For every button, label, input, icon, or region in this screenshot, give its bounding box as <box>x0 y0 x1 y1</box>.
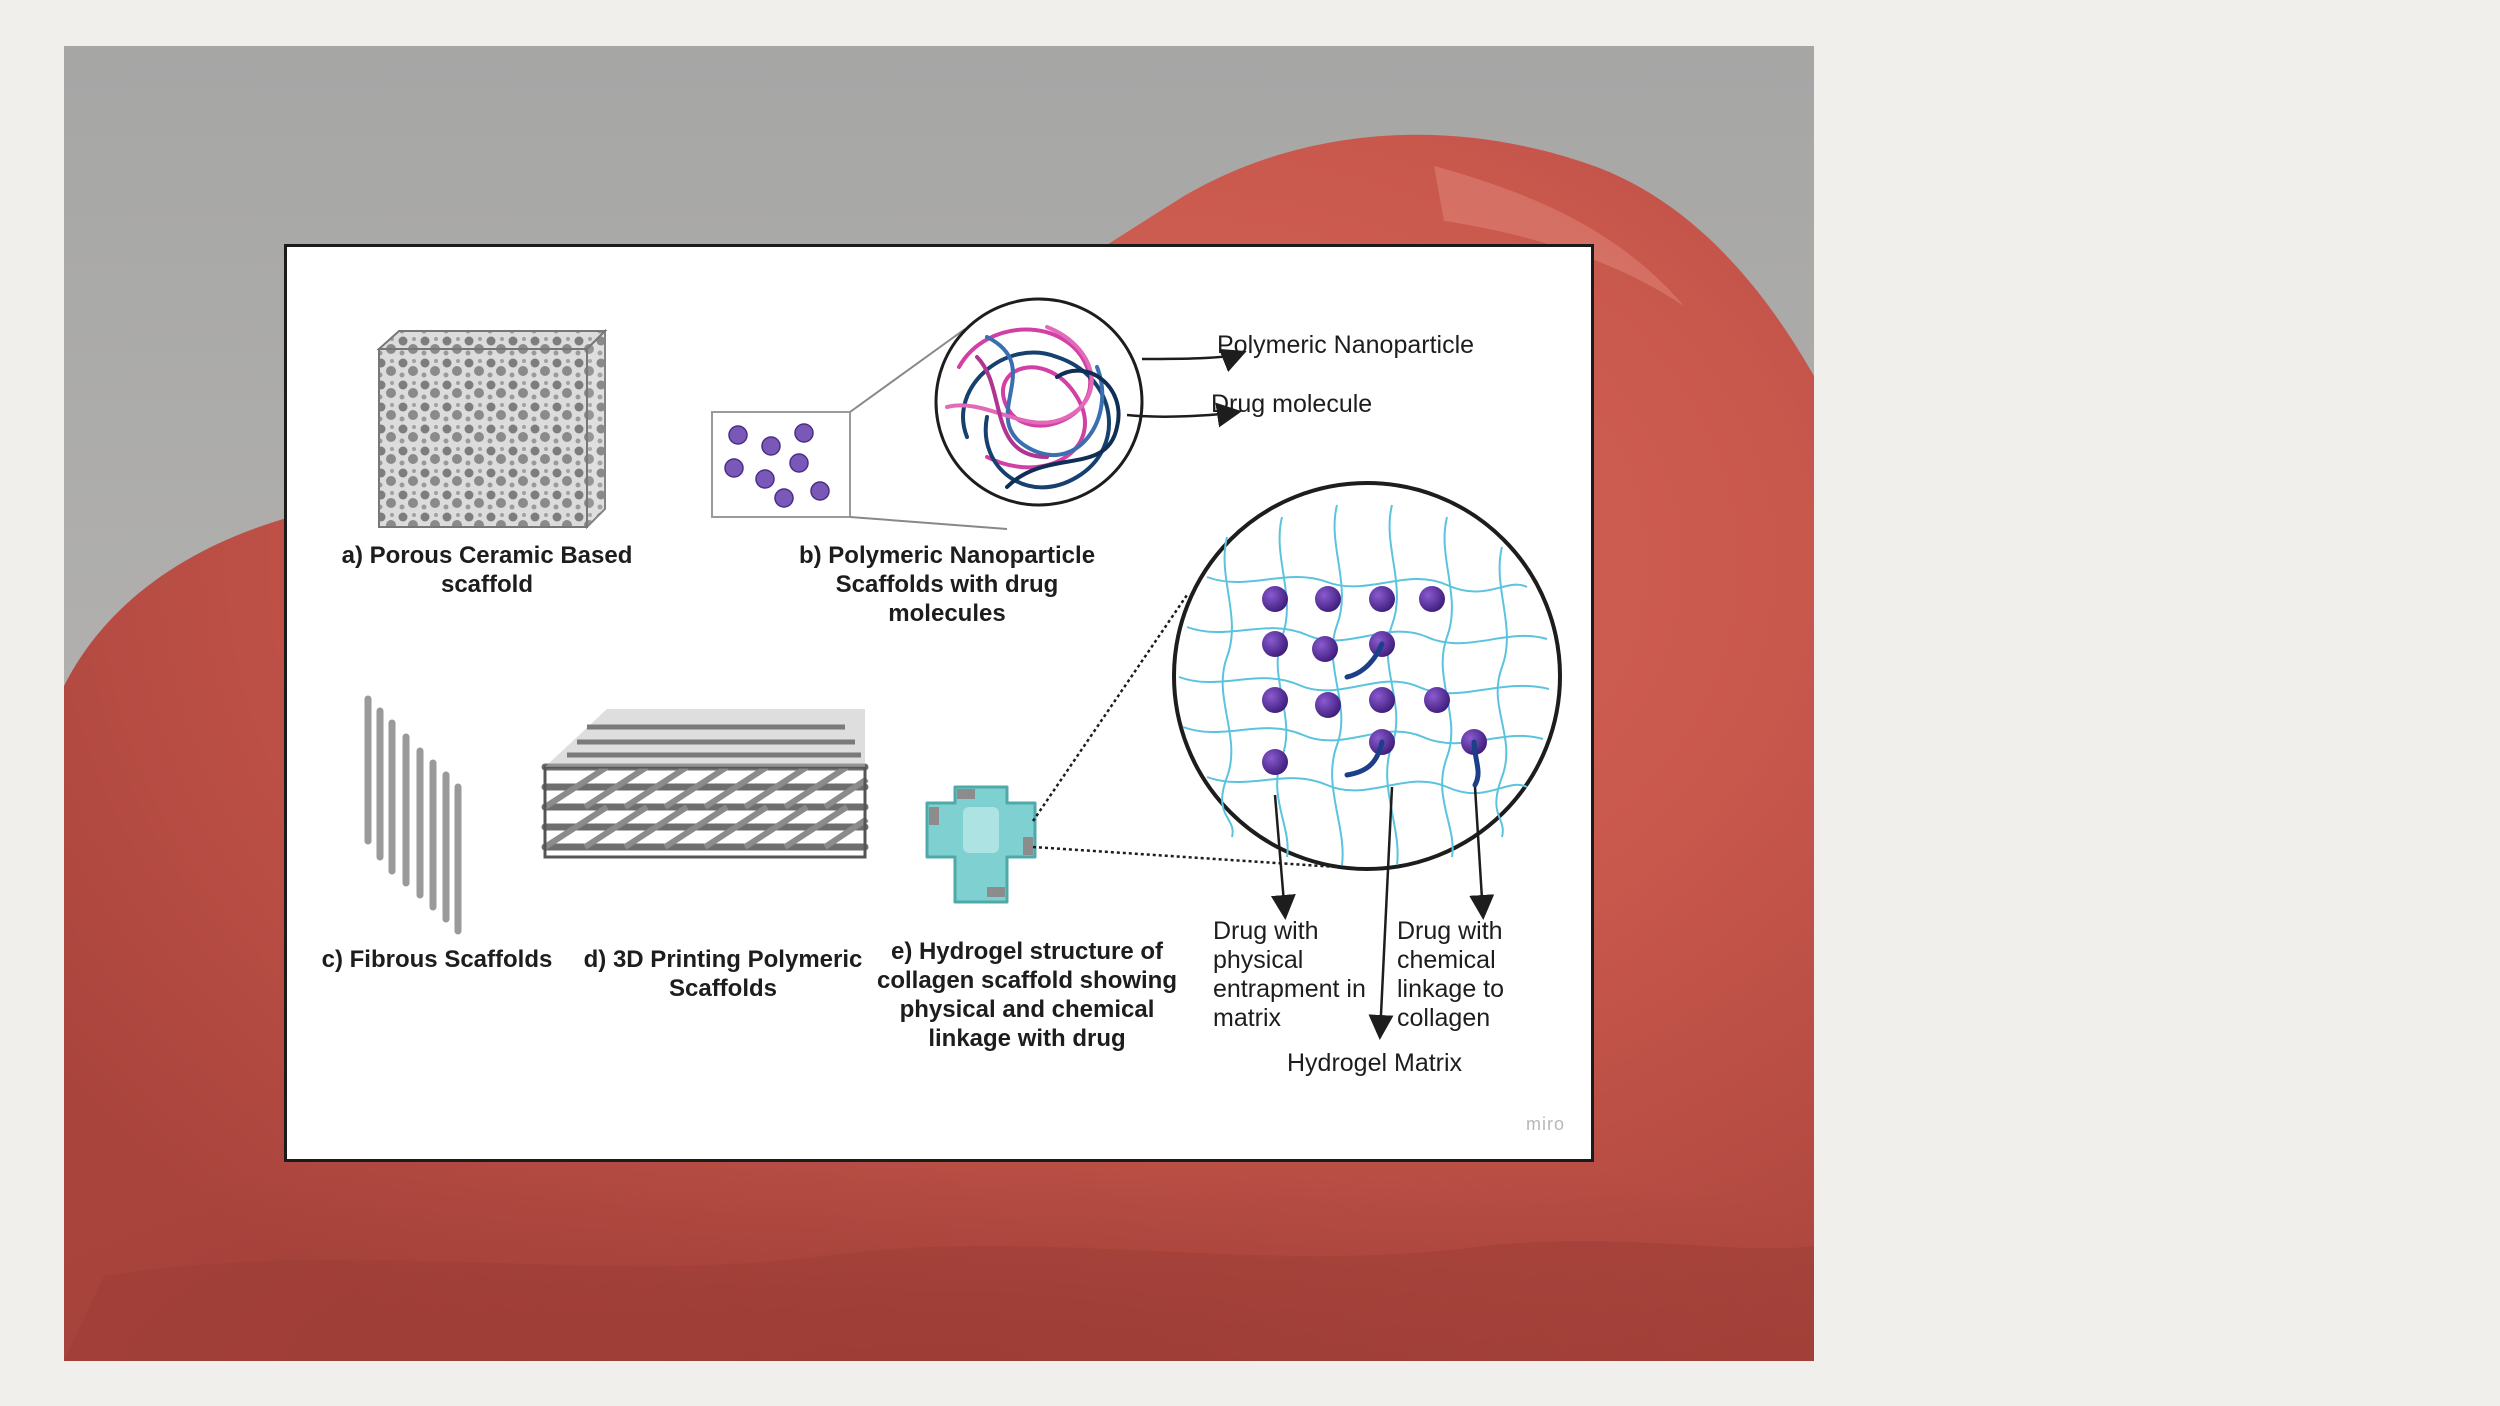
label-chemical-linkage: Drug with chemical linkage to collagen <box>1397 917 1505 1032</box>
label-hydrogel-matrix: Hydrogel Matrix <box>1287 1049 1463 1077</box>
diagram-illustrations <box>364 297 1562 1040</box>
nanoparticle-scaffold-icon <box>711 297 1247 530</box>
label-drug-molecule: Drug molecule <box>1211 390 1373 418</box>
porous-ceramic-cube-icon <box>376 328 608 530</box>
hydrogel-structure-icon <box>925 481 1562 1040</box>
caption-porous-ceramic: a) Porous Ceramic Based scaffold <box>341 542 633 598</box>
caption-polymeric-nanoparticle: b) Polymeric Nanoparticle Scaffolds with… <box>798 542 1096 627</box>
diagram-card: a) Porous Ceramic Based scaffold b) Poly… <box>284 244 1594 1162</box>
fibrous-scaffold-icon <box>364 695 462 935</box>
caption-fibrous-scaffolds: c) Fibrous Scaffolds <box>321 946 553 973</box>
miro-watermark: miro <box>1526 1114 1565 1134</box>
label-polymeric-nanoparticle: Polymeric Nanoparticle <box>1217 331 1475 359</box>
3d-printed-lattice-icon <box>541 709 869 859</box>
caption-3d-printing: d) 3D Printing Polymeric Scaffolds <box>583 946 863 1002</box>
label-physical-entrapment: Drug with physical entrapment in matrix <box>1213 917 1366 1032</box>
caption-hydrogel-structure: e) Hydrogel structure of collagen scaffo… <box>876 938 1178 1052</box>
